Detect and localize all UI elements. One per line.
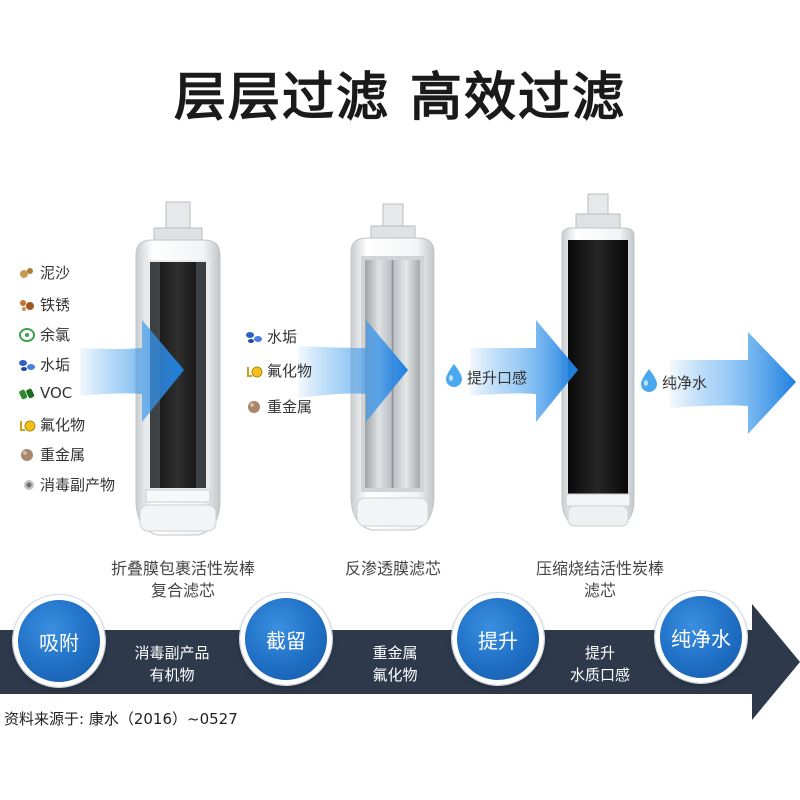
heavy-metal-icon xyxy=(245,400,263,414)
contaminant-label: 铁锈 xyxy=(40,296,71,314)
flow-arrow-3 xyxy=(470,320,578,422)
water-drop-icon xyxy=(640,368,658,396)
flow-arrow-2 xyxy=(298,320,408,422)
label-line: 折叠膜包裹活性炭棒 xyxy=(110,559,255,578)
water-text: 提升口感 xyxy=(467,368,528,387)
cartridge1-label: 折叠膜包裹活性炭棒 复合滤芯 xyxy=(78,558,288,602)
cartridge3-label: 压缩烧结活性炭棒 滤芯 xyxy=(500,558,700,602)
contaminant-item: 重金属 xyxy=(18,444,85,465)
stage-adsorb: 吸附 xyxy=(13,595,105,687)
stage-label: 提升 xyxy=(478,628,518,653)
contaminant-item: 氟化物 xyxy=(245,360,312,381)
chlorine-icon xyxy=(18,327,36,342)
contaminant-item: 余氯 xyxy=(18,324,70,345)
contaminant-list-1: 泥沙 铁锈 余氯 水垢 VOC 氟化物 重金属 消毒副产物 xyxy=(18,262,148,495)
contaminant-item: 氟化物 xyxy=(18,414,85,435)
stage-label: 截留 xyxy=(266,628,306,653)
contaminant-label: 水垢 xyxy=(40,356,71,374)
sand-icon xyxy=(18,266,36,280)
stage-improve: 提升 xyxy=(452,593,544,685)
stage3-description: 提升 水质口感 xyxy=(550,642,650,686)
water-drop-icon xyxy=(445,363,463,391)
scale-icon xyxy=(18,358,36,372)
contaminant-item: 泥沙 xyxy=(18,262,70,283)
contaminant-label: 氟化物 xyxy=(40,416,86,434)
contaminant-item: 铁锈 xyxy=(18,294,70,315)
process-band xyxy=(0,604,800,720)
contaminant-label: 重金属 xyxy=(267,398,313,416)
stage2-description: 重金属 氟化物 xyxy=(340,642,450,686)
stage-label: 吸附 xyxy=(39,630,79,655)
contaminant-label: VOC xyxy=(40,384,73,402)
label-line: 复合滤芯 xyxy=(150,581,215,600)
stage-label: 纯净水 xyxy=(671,626,731,651)
description-line: 消毒副产品 xyxy=(134,644,210,662)
flow-arrow-4 xyxy=(670,332,796,434)
contaminant-label: 消毒副产物 xyxy=(40,476,116,494)
water-text: 纯净水 xyxy=(662,373,708,392)
page-title: 层层过滤 高效过滤 xyxy=(173,68,627,128)
contaminant-item: 水垢 xyxy=(18,354,70,375)
taste-improve-label: 提升口感 xyxy=(445,363,527,391)
disinfection-byproduct-icon xyxy=(18,478,36,492)
fluoride-icon xyxy=(245,364,263,378)
contaminant-label: 泥沙 xyxy=(40,264,71,282)
contaminant-item: 重金属 xyxy=(245,396,312,417)
source-note: 资料来源于: 康水（2016）~0527 xyxy=(4,710,238,728)
contaminant-item: 水垢 xyxy=(245,326,297,347)
contaminant-label: 余氯 xyxy=(40,326,71,344)
flow-arrow-1 xyxy=(80,320,184,422)
description-line: 重金属 xyxy=(372,644,418,662)
rust-icon xyxy=(18,298,36,312)
label-line: 滤芯 xyxy=(583,581,616,600)
label-line: 反渗透膜滤芯 xyxy=(344,559,441,578)
heavy-metal-icon xyxy=(18,448,36,462)
contaminant-label: 重金属 xyxy=(40,446,86,464)
contaminant-label: 氟化物 xyxy=(267,362,313,380)
pure-water-label: 纯净水 xyxy=(640,368,707,396)
cartridge-sintered-carbon xyxy=(558,190,638,535)
stage-intercept: 截留 xyxy=(240,593,332,685)
description-line: 提升 xyxy=(584,644,615,662)
description-line: 氟化物 xyxy=(372,666,418,684)
contaminant-list-2: 水垢 氟化物 重金属 xyxy=(245,326,355,416)
stage1-description: 消毒副产品 有机物 xyxy=(112,642,232,686)
description-line: 有机物 xyxy=(149,666,195,684)
contaminant-label: 水垢 xyxy=(267,328,298,346)
scale-icon xyxy=(245,330,263,344)
description-line: 水质口感 xyxy=(569,666,630,684)
fluoride-icon xyxy=(18,418,36,432)
contaminant-item: 消毒副产物 xyxy=(18,474,115,495)
label-line: 压缩烧结活性炭棒 xyxy=(535,559,664,578)
voc-icon xyxy=(18,386,36,400)
stage-pure-water: 纯净水 xyxy=(655,591,747,683)
cartridge2-label: 反渗透膜滤芯 xyxy=(318,558,468,580)
contaminant-item: VOC xyxy=(18,384,72,402)
